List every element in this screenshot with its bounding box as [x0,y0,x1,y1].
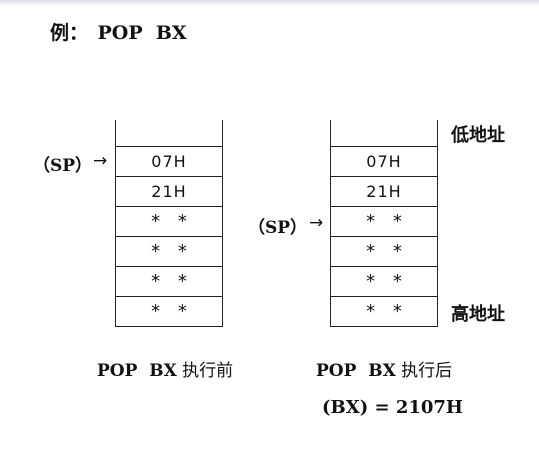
stack-after-cell-6: * * [331,297,437,327]
stack-after-cell-5: * * [331,267,437,297]
sp-label-before: （SP） [33,156,93,176]
stack-after-cell-2: 21H [331,177,437,207]
stack-after-cell-4: * * [331,237,437,267]
caption-before: POP BX 执行前 [97,356,233,381]
high-address-label: 高地址 [451,304,505,325]
top-border [0,0,539,6]
bx-result: (BX) = 2107H [322,397,463,418]
sp-arrow-before: → [93,151,108,171]
stack-before-cell-5: * * [116,267,222,297]
stack-before-cell-4: * * [116,237,222,267]
caption-after-text: 执行后 [395,361,453,381]
sp-label-after: （SP） [248,218,308,238]
stack-before-cell-2: 21H [116,177,222,207]
caption-after-instruction: POP BX [316,361,396,381]
caption-before-instruction: POP BX [97,361,177,381]
stack-after-cell-3: * * [331,207,437,237]
sp-arrow-after: → [309,213,324,233]
stack-after-top-cell [331,120,437,147]
example-title: 例： POP BX [50,22,187,44]
caption-before-text: 执行前 [176,361,234,381]
stack-before-cell-6: * * [116,297,222,327]
caption-after: POP BX 执行后 [316,356,452,381]
stack-before: 07H 21H * * * * * * * * [115,120,223,327]
stack-before-top-cell [116,120,222,147]
stack-before-cell-1: 07H [116,147,222,177]
stack-before-cell-3: * * [116,207,222,237]
stack-after-cell-1: 07H [331,147,437,177]
low-address-label: 低地址 [451,125,505,146]
stack-after: 07H 21H * * * * * * * * [330,120,438,327]
